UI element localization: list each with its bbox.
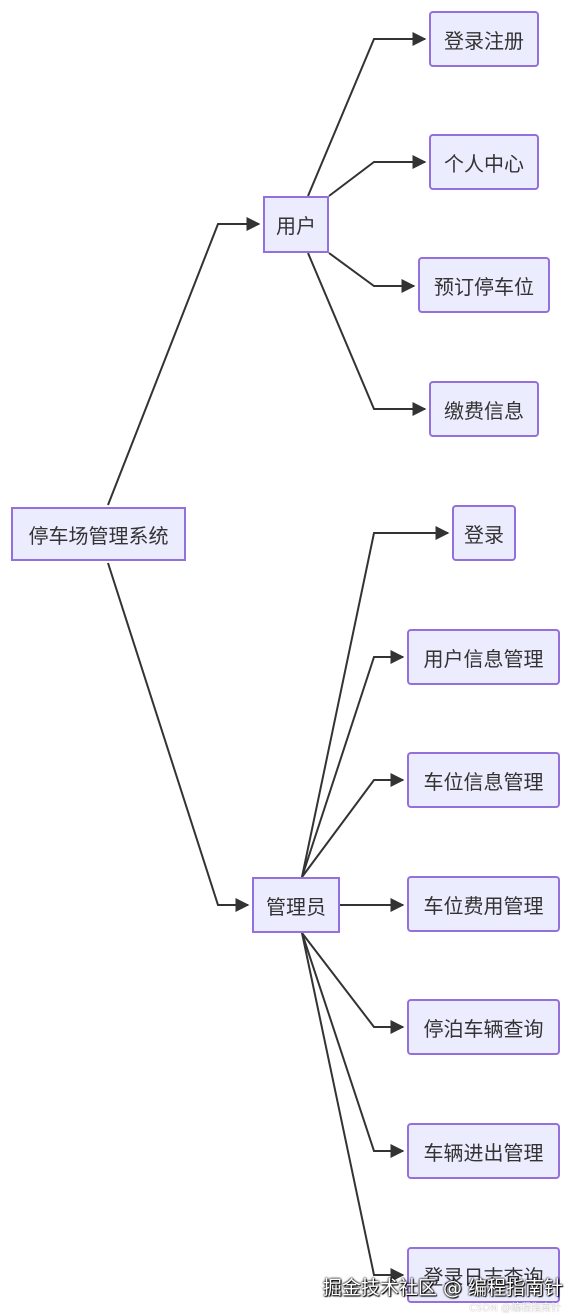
node-payment-info: 缴费信息 (429, 381, 539, 437)
edge-admin-c0 (301, 526, 450, 878)
watermark-main: 掘金技术社区 @ 编程指南针 (322, 1277, 563, 1299)
edge-admin-c4 (301, 932, 405, 1034)
node-reserve-parking: 预订停车位 (418, 257, 550, 313)
edge-user-c3 (307, 252, 427, 416)
node-slot-fee-mgmt: 车位费用管理 (407, 876, 560, 932)
node-personal-center: 个人中心 (429, 134, 539, 190)
edge-root-user (107, 217, 261, 506)
edge-user-c0 (307, 32, 427, 197)
node-parked-vehicle-query: 停泊车辆查询 (407, 999, 560, 1055)
node-vehicle-inout-mgmt: 车辆进出管理 (407, 1123, 560, 1179)
node-admin: 管理员 (252, 877, 340, 933)
edge-admin-c1 (301, 650, 405, 878)
edge-admin-c6 (301, 932, 405, 1282)
node-login-register: 登录注册 (429, 11, 539, 67)
watermark-sub: CSDN @编程指南针 (469, 1303, 561, 1314)
node-user-info-mgmt: 用户信息管理 (407, 629, 560, 685)
edge-admin-c5 (301, 932, 405, 1158)
root-node: 停车场管理系统 (11, 507, 186, 561)
edge-user-c2 (328, 252, 416, 293)
node-login: 登录 (452, 505, 516, 561)
edge-user-c1 (328, 155, 427, 197)
edge-admin-c2 (301, 773, 405, 878)
edge-root-admin (107, 562, 250, 912)
node-slot-info-mgmt: 车位信息管理 (407, 752, 560, 808)
node-user: 用户 (263, 196, 329, 253)
node-login-log-query: 登录日志查询 (407, 1247, 560, 1303)
